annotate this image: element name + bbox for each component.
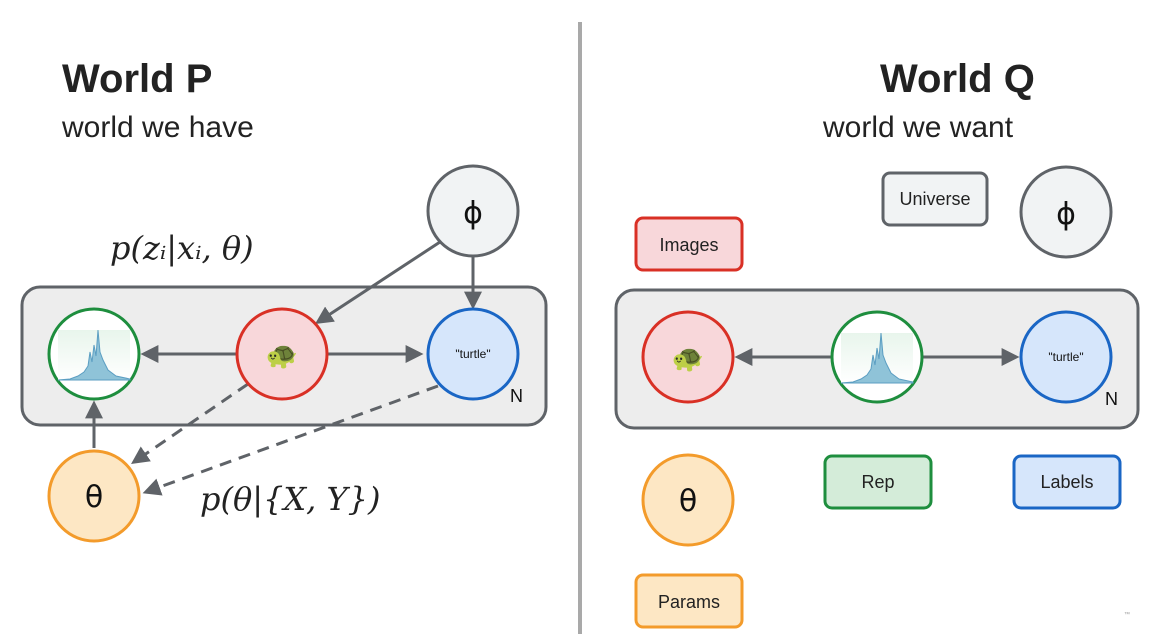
world-p-subtitle: world we have: [61, 111, 254, 144]
right-label-node: [1019, 310, 1113, 404]
legend-images-label: Images: [659, 235, 718, 255]
left-label-text: "turtle": [455, 347, 490, 361]
watermark-mark: ™: [1124, 611, 1130, 618]
right-image-node: [641, 310, 735, 404]
edge-phi-to-image: [314, 240, 441, 324]
right-phi-symbol: ϕ: [1056, 197, 1076, 232]
legend-universe-label: Universe: [899, 189, 970, 209]
left-turtle-emoji: 🐢: [266, 341, 298, 371]
left-rep-node: [47, 307, 141, 401]
legend-params-label: Params: [658, 592, 720, 612]
right-theta-symbol: θ: [679, 484, 697, 519]
right-rep-histogram: [840, 332, 914, 384]
right-theta-node: [641, 453, 735, 547]
left-label-node: [426, 307, 520, 401]
legend-labels-label: Labels: [1040, 472, 1093, 492]
legend-rep-box: [823, 454, 933, 510]
formula-posterior-z: p(zᵢ|xᵢ, θ): [110, 229, 254, 267]
right-turtle-emoji: 🐢: [672, 344, 704, 374]
formula-posterior-theta: p(θ|{X, Y}): [200, 480, 380, 518]
right-plate-n: N: [1105, 389, 1118, 409]
edge-label-to-theta-dashed: [142, 384, 439, 496]
left-phi-symbol: ϕ: [463, 196, 483, 231]
left-plate-n: N: [510, 386, 523, 406]
left-theta-node: [47, 449, 141, 543]
world-q-subtitle: world we want: [822, 111, 1014, 144]
left-theta-symbol: θ: [85, 480, 103, 515]
legend-images-box: [634, 216, 744, 272]
edge-image-to-theta-dashed: [131, 382, 249, 465]
legend-labels-box: [1012, 454, 1122, 510]
left-phi-node: [426, 164, 520, 258]
world-p-title: World P: [62, 57, 212, 101]
legend-universe-box: [881, 171, 989, 227]
world-q-title: World Q: [880, 57, 1035, 101]
right-label-text: "turtle": [1048, 350, 1083, 364]
left-image-node: [235, 307, 329, 401]
right-phi-node: [1019, 165, 1113, 259]
right-rep-node: [830, 310, 924, 404]
legend-rep-label: Rep: [861, 472, 894, 492]
left-rep-histogram: [57, 329, 131, 381]
legend-params-box: [634, 573, 744, 629]
